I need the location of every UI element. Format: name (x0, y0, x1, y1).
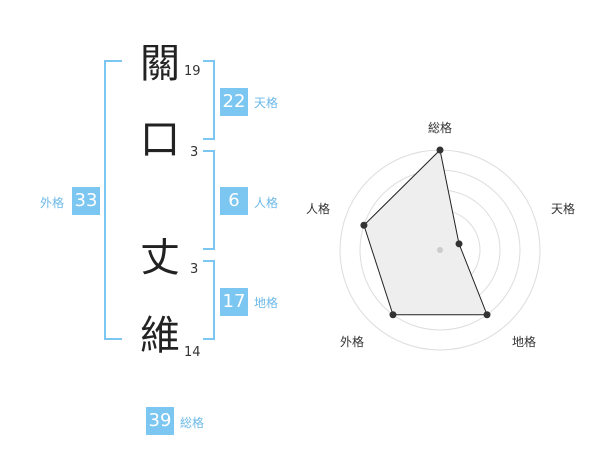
radar-points (360, 146, 491, 319)
name-char-3: 丈 (140, 235, 180, 281)
tenkaku-value-badge: 22 (220, 88, 248, 116)
axis-label-soukaku: 総格 (428, 120, 452, 135)
radar-center-dot (437, 247, 443, 253)
axis-label-gaikaku: 外格 (340, 334, 364, 349)
name-char-2: 口 (140, 117, 180, 163)
stroke-count-2: 3 (190, 145, 199, 160)
stroke-count-4: 14 (184, 345, 201, 360)
name-char-4: 維 (140, 313, 180, 359)
chikaku-label: 地格 (254, 296, 279, 310)
jinkaku-label: 人格 (254, 196, 279, 210)
radar-point-5 (360, 221, 368, 229)
tenkaku-label: 天格 (254, 96, 279, 110)
jinkaku-bracket (203, 150, 215, 250)
radar-point-2 (455, 240, 463, 248)
radar-chart: 総格 天格 地格 外格 人格 (306, 120, 575, 351)
gaikaku-value-badge: 33 (72, 187, 100, 215)
radar-point-3 (483, 311, 491, 319)
axis-label-jinkaku: 人格 (306, 201, 330, 216)
gaikaku-bracket (104, 60, 122, 340)
radar-polygon (363, 148, 488, 316)
radar-point-4 (389, 311, 397, 319)
gaikaku-label: 外格 (40, 196, 65, 210)
chikaku-value-badge: 17 (220, 288, 248, 316)
tenkaku-bracket (203, 60, 215, 140)
radar-point-1 (436, 146, 444, 154)
axis-label-tenkaku: 天格 (551, 201, 575, 216)
stroke-count-3: 3 (190, 262, 199, 277)
jinkaku-value-badge: 6 (220, 187, 248, 215)
chikaku-bracket (203, 260, 215, 340)
axis-label-chikaku: 地格 (512, 334, 536, 349)
soukaku-value-badge: 39 (146, 407, 174, 435)
stroke-count-1: 19 (184, 64, 201, 79)
soukaku-label: 総格 (180, 416, 205, 430)
name-char-1: 關 (140, 41, 180, 87)
